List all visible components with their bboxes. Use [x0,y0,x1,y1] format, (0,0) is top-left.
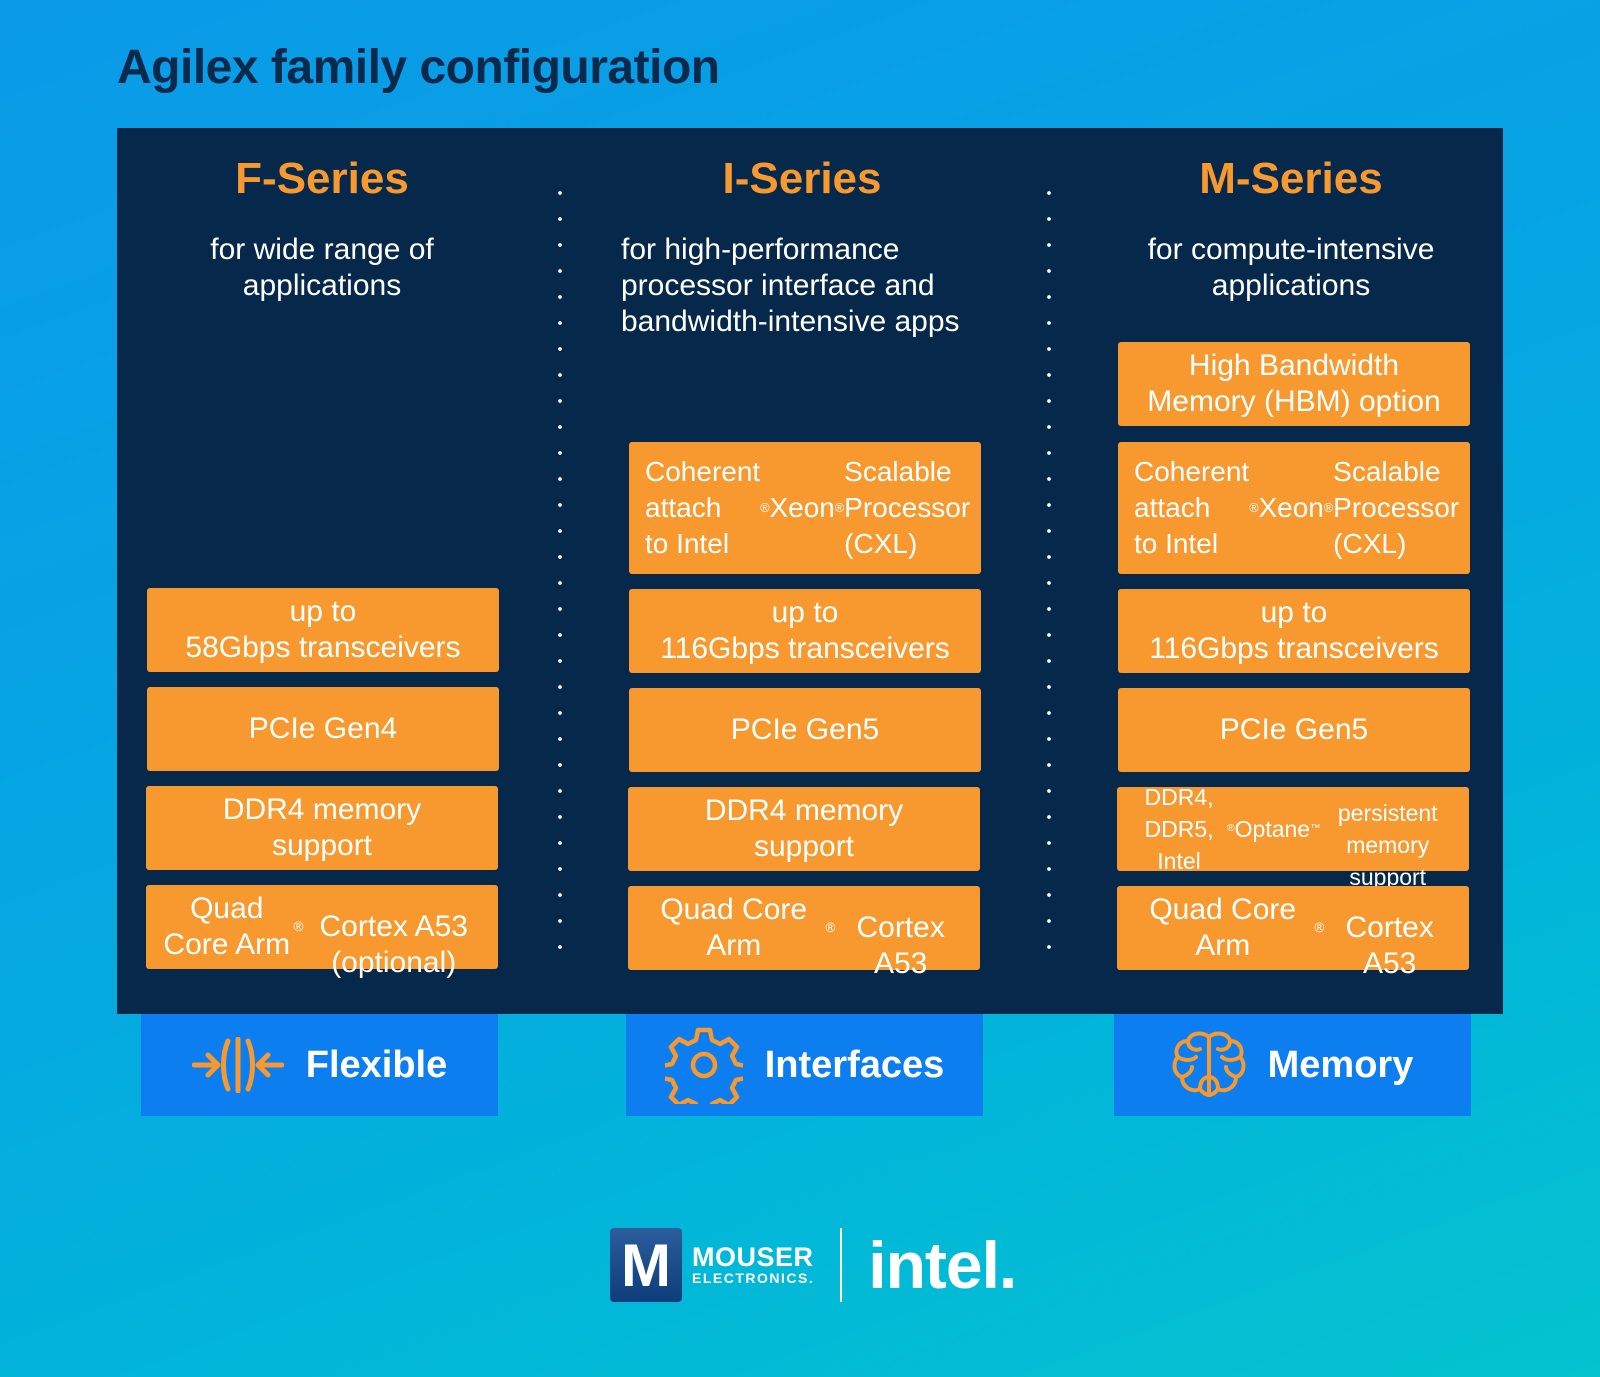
intel-logo: intel. [868,1228,1017,1302]
feature-box: up to 116Gbps transceivers [1118,589,1470,673]
tab-memory: Memory [1114,1014,1471,1116]
feature-box: up to 116Gbps transceivers [629,589,981,673]
feature-box: PCIe Gen5 [629,688,981,772]
series-title: I-Series [722,154,882,203]
feature-box: up to 58Gbps transceivers [147,588,499,672]
column-divider [1047,180,1051,970]
footer-logos: M MOUSER ELECTRONICS. intel. [610,1226,1017,1304]
compress-arrows-icon [191,1037,284,1093]
feature-box: High Bandwidth Memory (HBM) option [1118,342,1470,426]
feature-box: DDR4 memory support [146,786,498,870]
gear-icon [664,1026,743,1104]
brain-icon [1172,1031,1246,1099]
feature-box: Coherent attach to Intel® Xeon ® Scalabl… [629,442,981,574]
feature-box: DDR4 memory support [628,787,980,871]
tab-label: Memory [1267,1043,1414,1086]
tab-flexible: Flexible [141,1014,498,1116]
feature-box: PCIe Gen4 [147,687,499,771]
page-title: Agilex family configuration [117,41,720,94]
tab-label: Interfaces [764,1043,945,1086]
feature-box: Quad Core Arm® Cortex A53 [1117,886,1469,980]
mouser-name: MOUSER [692,1242,814,1272]
series-description: for high-performance processor interface… [621,233,960,338]
feature-box: Coherent attach to Intel® Xeon ® Scalabl… [1118,442,1470,574]
feature-box: Quad Core Arm® Cortex A53 (optional) [146,885,498,979]
series-description: for wide range of applications [210,233,434,302]
series-title: M-Series [1199,154,1383,203]
mouser-logo-text: MOUSER ELECTRONICS. [692,1242,815,1287]
tab-label: Flexible [305,1043,448,1086]
mouser-subtitle: ELECTRONICS. [692,1270,815,1286]
feature-box: Quad Core Arm® Cortex A53 [628,886,980,980]
series-description: for compute-intensive applications [1147,233,1435,302]
column-divider [558,180,562,970]
feature-box: PCIe Gen5 [1118,688,1470,772]
series-title: F-Series [235,154,409,203]
mouser-logo-mark: M [610,1228,682,1302]
logo-divider [840,1228,843,1302]
tab-interfaces: Interfaces [626,1014,983,1116]
